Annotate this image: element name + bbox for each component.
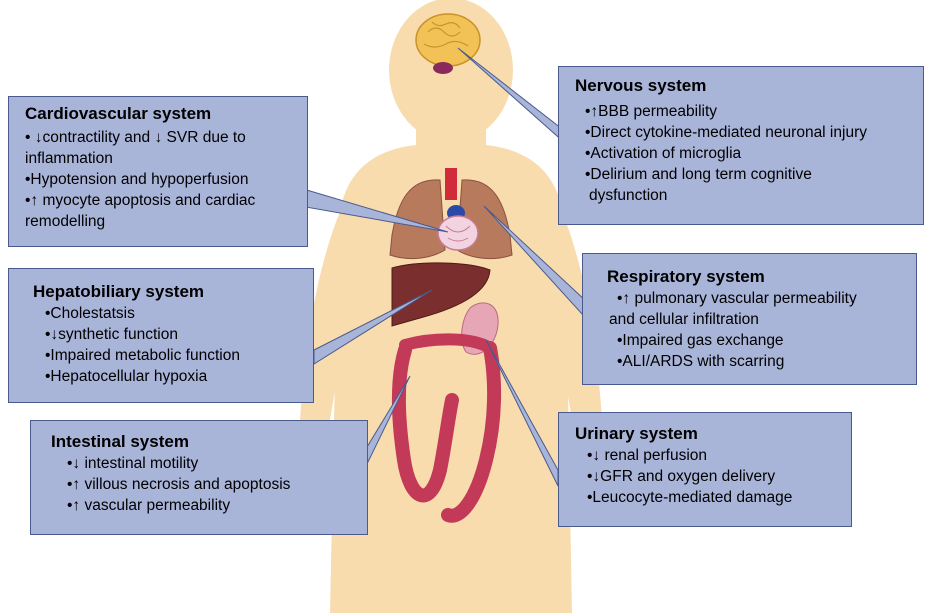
list-item: •Delirium and long term cognitive <box>585 164 923 185</box>
list-item: •Impaired gas exchange <box>617 330 916 351</box>
intestinal-system-title: Intestinal system <box>51 431 367 453</box>
list-item: •↓synthetic function <box>45 324 313 345</box>
list-item: •↓GFR and oxygen delivery <box>587 466 851 487</box>
list-item: and cellular infiltration <box>609 309 916 330</box>
list-item: •Hypotension and hypoperfusion <box>25 169 307 190</box>
list-item: dysfunction <box>585 185 923 206</box>
list-item: remodelling <box>25 211 307 232</box>
list-item: •Activation of microglia <box>585 143 923 164</box>
urinary-system-list: •↓ renal perfusion •↓GFR and oxygen deli… <box>575 445 851 508</box>
list-item: •↑BBB permeability <box>585 101 923 122</box>
respiratory-system-list: •↑ pulmonary vascular permeability and c… <box>607 288 916 372</box>
list-item: •Leucocyte-mediated damage <box>587 487 851 508</box>
respiratory-system-title: Respiratory system <box>607 266 916 288</box>
list-item: •Impaired metabolic function <box>45 345 313 366</box>
list-item: • ↓contractility and ↓ SVR due to <box>25 127 307 148</box>
heart-icon <box>438 216 478 250</box>
list-item: inflammation <box>25 148 307 169</box>
urinary-system-title: Urinary system <box>575 423 851 445</box>
hepatobiliary-system-title: Hepatobiliary system <box>33 281 313 303</box>
list-item: •ALI/ARDS with scarring <box>617 351 916 372</box>
nervous-system-list: •↑BBB permeability •Direct cytokine-medi… <box>575 101 923 206</box>
hepatobiliary-system-box: Hepatobiliary system •Cholestatsis •↓syn… <box>8 268 314 403</box>
cardiovascular-system-list: • ↓contractility and ↓ SVR due to inflam… <box>25 127 307 232</box>
respiratory-system-box: Respiratory system •↑ pulmonary vascular… <box>582 253 917 385</box>
list-item: •↓ intestinal motility <box>67 453 367 474</box>
urinary-system-box: Urinary system •↓ renal perfusion •↓GFR … <box>558 412 852 527</box>
list-item: •↓ renal perfusion <box>587 445 851 466</box>
intestinal-system-list: •↓ intestinal motility •↑ villous necros… <box>51 453 367 516</box>
list-item: •↑ pulmonary vascular permeability <box>617 288 916 309</box>
list-item: •↑ villous necrosis and apoptosis <box>67 474 367 495</box>
cardiovascular-system-title: Cardiovascular system <box>25 103 307 125</box>
list-item: •↑ myocyte apoptosis and cardiac <box>25 190 307 211</box>
intestinal-system-box: Intestinal system •↓ intestinal motility… <box>30 420 368 535</box>
hepatobiliary-system-list: •Cholestatsis •↓synthetic function •Impa… <box>33 303 313 387</box>
list-item: •Direct cytokine-mediated neuronal injur… <box>585 122 923 143</box>
cardiovascular-system-box: Cardiovascular system • ↓contractility a… <box>8 96 308 247</box>
list-item: •↑ vascular permeability <box>67 495 367 516</box>
nervous-system-box: Nervous system •↑BBB permeability •Direc… <box>558 66 924 225</box>
nervous-system-title: Nervous system <box>575 75 923 97</box>
list-item: •Hepatocellular hypoxia <box>45 366 313 387</box>
list-item: •Cholestatsis <box>45 303 313 324</box>
